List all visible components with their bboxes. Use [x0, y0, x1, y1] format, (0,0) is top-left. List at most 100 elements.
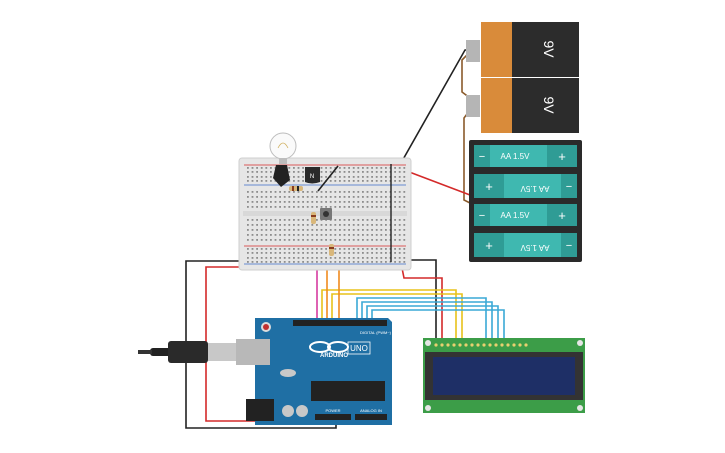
breadboard-hole[interactable] [334, 201, 337, 203]
breadboard-hole[interactable] [311, 257, 314, 259]
light-bulb[interactable] [269, 132, 297, 164]
lcd-pin[interactable] [482, 343, 486, 347]
breadboard-hole[interactable] [297, 239, 300, 241]
breadboard-hole[interactable] [385, 261, 387, 263]
breadboard-hole[interactable] [371, 196, 373, 198]
breadboard-hole[interactable] [293, 229, 295, 231]
breadboard-hole[interactable] [251, 167, 254, 169]
breadboard-hole[interactable] [288, 191, 291, 193]
breadboard-hole[interactable] [375, 171, 378, 173]
breadboard-hole[interactable] [247, 252, 249, 254]
breadboard-hole[interactable] [302, 201, 304, 203]
breadboard-hole[interactable] [260, 239, 263, 241]
breadboard-hole[interactable] [352, 206, 355, 208]
breadboard-hole[interactable] [297, 201, 300, 203]
breadboard-hole[interactable] [302, 248, 304, 250]
breadboard-hole[interactable] [260, 229, 263, 231]
breadboard-hole[interactable] [270, 176, 272, 178]
breadboard-hole[interactable] [302, 167, 304, 169]
breadboard-hole[interactable] [325, 261, 327, 263]
breadboard-hole[interactable] [334, 180, 337, 182]
breadboard-hole[interactable] [339, 167, 341, 169]
breadboard-hole[interactable] [256, 171, 258, 173]
breadboard-hole[interactable] [320, 196, 323, 198]
breadboard-hole[interactable] [260, 206, 263, 208]
breadboard-hole[interactable] [339, 180, 341, 182]
breadboard-hole[interactable] [385, 234, 387, 236]
breadboard-hole[interactable] [283, 261, 286, 263]
breadboard-hole[interactable] [362, 180, 364, 182]
breadboard-hole[interactable] [352, 167, 355, 169]
breadboard-hole[interactable] [380, 261, 383, 263]
breadboard-hole[interactable] [329, 196, 332, 198]
breadboard-hole[interactable] [325, 234, 327, 236]
breadboard-hole[interactable] [329, 239, 332, 241]
aa-battery-pack[interactable]: − AA 1.5V + + AA 1.5V − − AA 1.5V + + AA… [469, 140, 582, 262]
breadboard-hole[interactable] [274, 252, 277, 254]
breadboard-hole[interactable] [247, 224, 249, 226]
breadboard-hole[interactable] [371, 176, 373, 178]
breadboard-hole[interactable] [270, 171, 272, 173]
breadboard-hole[interactable] [316, 201, 318, 203]
breadboard-hole[interactable] [325, 239, 327, 241]
breadboard-hole[interactable] [320, 261, 323, 263]
breadboard-hole[interactable] [371, 261, 373, 263]
breadboard-hole[interactable] [311, 201, 314, 203]
breadboard-hole[interactable] [251, 257, 254, 259]
breadboard-hole[interactable] [270, 180, 272, 182]
breadboard-hole[interactable] [380, 201, 383, 203]
breadboard-hole[interactable] [403, 252, 406, 254]
breadboard-hole[interactable] [320, 257, 323, 259]
breadboard-hole[interactable] [339, 248, 341, 250]
breadboard-hole[interactable] [357, 191, 360, 193]
breadboard-hole[interactable] [297, 176, 300, 178]
breadboard-hole[interactable] [357, 252, 360, 254]
breadboard-hole[interactable] [265, 206, 268, 208]
breadboard-hole[interactable] [348, 257, 350, 259]
breadboard-hole[interactable] [334, 229, 337, 231]
breadboard-hole[interactable] [343, 257, 346, 259]
breadboard-hole[interactable] [302, 224, 304, 226]
breadboard-hole[interactable] [256, 229, 258, 231]
breadboard-hole[interactable] [352, 239, 355, 241]
breadboard-hole[interactable] [325, 229, 327, 231]
breadboard-hole[interactable] [325, 248, 327, 250]
breadboard-hole[interactable] [329, 206, 332, 208]
breadboard-hole[interactable] [256, 201, 258, 203]
breadboard-hole[interactable] [385, 224, 387, 226]
breadboard-hole[interactable] [352, 201, 355, 203]
breadboard-hole[interactable] [274, 234, 277, 236]
breadboard-hole[interactable] [293, 239, 295, 241]
breadboard-hole[interactable] [403, 201, 406, 203]
breadboard-hole[interactable] [288, 234, 291, 236]
breadboard-hole[interactable] [274, 239, 277, 241]
breadboard-hole[interactable] [251, 234, 254, 236]
breadboard-hole[interactable] [343, 171, 346, 173]
breadboard-hole[interactable] [394, 167, 396, 169]
breadboard-hole[interactable] [385, 257, 387, 259]
wire-blue-2[interactable] [361, 301, 493, 340]
breadboard-hole[interactable] [362, 176, 364, 178]
wire-yellow-2[interactable] [331, 293, 463, 340]
breadboard-hole[interactable] [357, 180, 360, 182]
breadboard-hole[interactable] [320, 239, 323, 241]
breadboard-hole[interactable] [320, 180, 323, 182]
breadboard-hole[interactable] [260, 248, 263, 250]
breadboard-hole[interactable] [394, 201, 396, 203]
breadboard-hole[interactable] [334, 234, 337, 236]
breadboard-hole[interactable] [306, 261, 309, 263]
breadboard-hole[interactable] [247, 261, 249, 263]
breadboard-hole[interactable] [375, 252, 378, 254]
lcd-pin[interactable] [512, 343, 516, 347]
breadboard-hole[interactable] [329, 167, 332, 169]
breadboard-hole[interactable] [279, 261, 281, 263]
breadboard-hole[interactable] [311, 224, 314, 226]
breadboard-hole[interactable] [306, 248, 309, 250]
breadboard-hole[interactable] [265, 248, 268, 250]
breadboard-hole[interactable] [366, 239, 369, 241]
lcd-pin[interactable] [434, 343, 438, 347]
lcd-display[interactable] [423, 338, 585, 413]
breadboard-hole[interactable] [311, 196, 314, 198]
breadboard-hole[interactable] [348, 219, 350, 221]
breadboard-hole[interactable] [283, 191, 286, 193]
